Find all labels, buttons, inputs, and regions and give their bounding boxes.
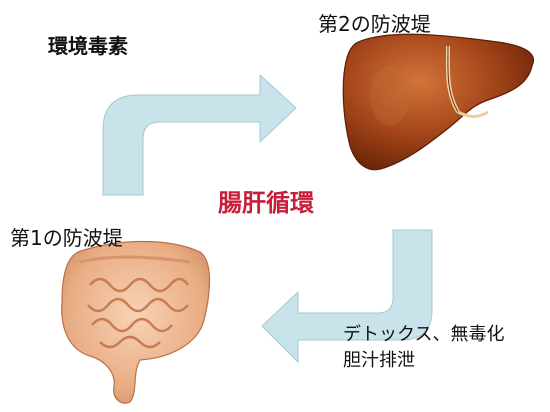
first-barrier-label: 第1の防波堤 <box>10 226 123 250</box>
liver-illustration <box>342 33 535 171</box>
arrow-to-liver <box>102 73 297 196</box>
arrow-to-intestine <box>261 229 433 364</box>
environmental-toxins-label: 環境毒素 <box>48 34 128 58</box>
intestine-illustration <box>61 240 211 404</box>
second-barrier-label: 第2の防波堤 <box>318 12 431 36</box>
enterohepatic-circulation-label: 腸肝循環 <box>218 189 314 217</box>
detox-line-2: 胆汁排泄 <box>343 350 415 371</box>
detox-line-1: デトックス、無毒化 <box>343 324 505 345</box>
detox-label: デトックス、無毒化 胆汁排泄 <box>343 322 504 374</box>
